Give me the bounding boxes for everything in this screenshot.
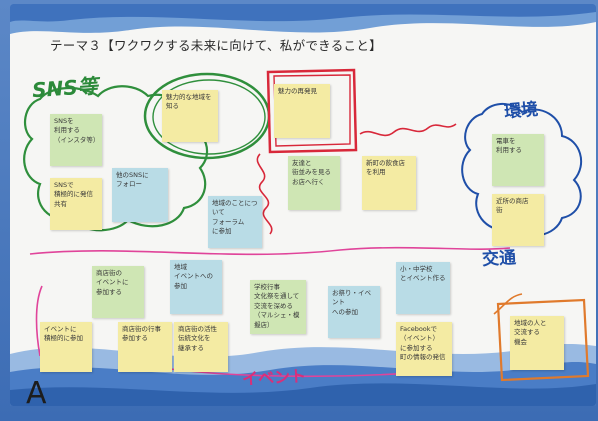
whiteboard: テーマ３【ワクワクする未来に向けて、私ができること】 SNS等 環境 交通 イベ… (10, 4, 596, 406)
sticky-note: 魅力の再発見 (274, 84, 330, 138)
sticky-note: 電車を 利用する (492, 134, 544, 186)
sticky-note: 近所の商店 街 (492, 194, 544, 246)
sticky-note: 地域のことについて フォーラム に参加 (208, 196, 262, 248)
event-section-label: イベント (241, 366, 307, 389)
environment-cloud-outline (461, 103, 583, 237)
environment-section-label: 環境 (503, 99, 540, 123)
sticky-note: 商店街の活性 伝統文化を 継承する (174, 322, 228, 372)
sticky-note: 友達と 街並みを見る お店へ行く (288, 156, 340, 210)
sticky-note: Facebookで （イベント） に参加する 町の情報の発信 (396, 322, 452, 376)
sticky-note: 学校行事 文化祭を通して 交流を深める （マルシェ・模擬店） (250, 280, 306, 334)
pink-divider (29, 246, 511, 256)
sticky-note: 商店街の行事 参加する (118, 322, 172, 372)
sticky-note: イベントに 積極的に参加 (40, 322, 92, 372)
board-letter: A (26, 376, 47, 406)
sticky-note: 地域 イベントへの 参加 (170, 260, 222, 314)
orange-box (496, 298, 590, 382)
sticky-note: 他のSNSに フォロー (112, 168, 168, 222)
sticky-note: 商店街の イベントに 参加する (92, 266, 144, 318)
sns-cloud-outline (23, 85, 209, 232)
sticky-note: お祭り・イベント への参加 (328, 286, 380, 338)
sticky-note: 地域の人と 交流する 機会 (510, 316, 564, 370)
sticky-note: 魅力的な地域を 知る (162, 90, 218, 142)
sticky-note: 新町の飲食店 を利用 (362, 156, 416, 210)
sticky-note: 小・中学校 とイベント作る (396, 262, 450, 314)
top-wave-decoration (10, 4, 596, 34)
red-wavy-line (256, 153, 273, 235)
transport-section-label: 交通 (481, 248, 517, 270)
page-title: テーマ３【ワクワクする未来に向けて、私ができること】 (50, 38, 382, 53)
red-box (266, 68, 358, 154)
sticky-note: SNSで 積極的に発信 共有 (50, 178, 102, 230)
sns-section-label: SNS等 (31, 73, 99, 103)
marker-drawings (23, 68, 590, 382)
sticky-note: SNSを 利用する （インスタ等） (50, 114, 102, 166)
